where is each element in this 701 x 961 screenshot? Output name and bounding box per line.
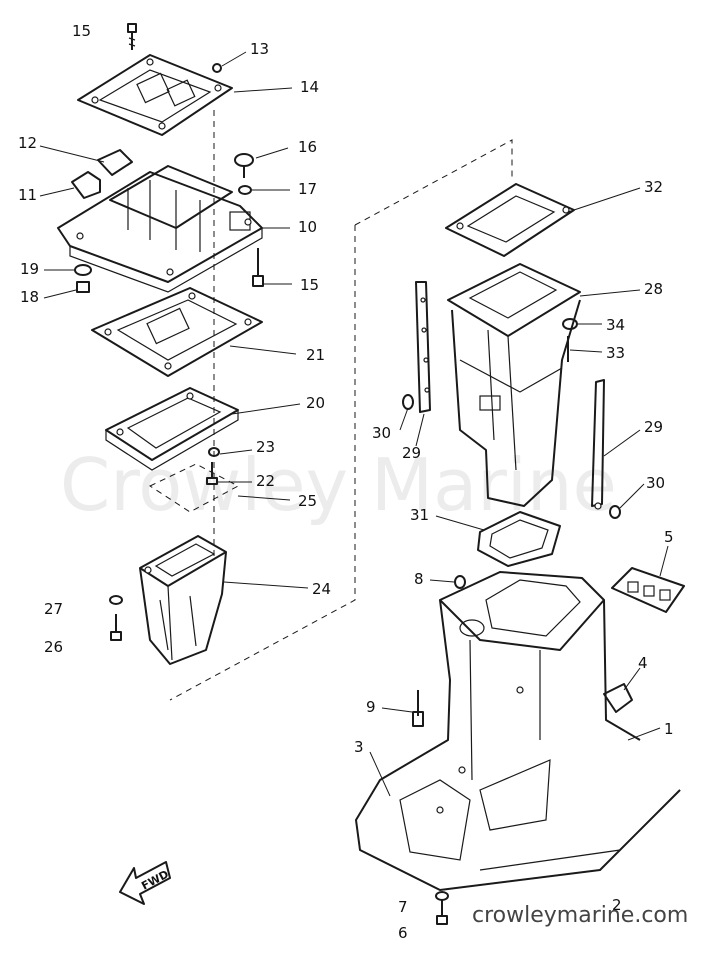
callout: 11 [18, 186, 37, 204]
lower-casing-1 [355, 571, 681, 891]
callout: 18 [20, 288, 39, 306]
bolt-top [127, 23, 137, 50]
bolt-9 [412, 690, 424, 727]
cover-5 [611, 567, 685, 613]
callout: 3 [354, 738, 364, 756]
callout: 31 [410, 506, 429, 524]
callout: 7 [398, 898, 408, 916]
callout: 8 [414, 570, 424, 588]
callout: 15 [72, 22, 91, 40]
top-gasket [77, 54, 233, 136]
callout: 9 [366, 698, 376, 716]
callout: 33 [606, 344, 625, 362]
plug-8 [454, 575, 466, 589]
washer-17 [238, 185, 252, 195]
callout: 30 [372, 424, 391, 442]
bolt-22 [206, 462, 218, 485]
callout: 14 [300, 78, 319, 96]
nut-18 [76, 281, 90, 293]
grommet-30-left [402, 394, 414, 410]
bracket-12 [97, 149, 133, 176]
callout: 5 [664, 528, 674, 546]
callout: 10 [298, 218, 317, 236]
washer-13 [212, 63, 222, 73]
leader-lines [39, 51, 669, 797]
callout: 13 [250, 40, 269, 58]
callout: 22 [256, 472, 275, 490]
fwd-arrow: FWD [119, 861, 171, 905]
callout: 21 [306, 346, 325, 364]
callout: 6 [398, 924, 408, 942]
callout: 20 [306, 394, 325, 412]
callout: 12 [18, 134, 37, 152]
callout: 32 [644, 178, 663, 196]
callout: 2 [612, 896, 622, 914]
clip-4 [603, 683, 633, 713]
stud-right-29 [591, 379, 605, 510]
callout: 26 [44, 638, 63, 656]
gasket-25 [148, 463, 240, 513]
callout: 29 [644, 418, 663, 436]
callout: 34 [606, 316, 625, 334]
grommet-30-right [609, 505, 621, 519]
website-text: crowleymarine.com [472, 903, 688, 928]
bolt-7 [435, 891, 449, 925]
callout: 23 [256, 438, 275, 456]
plate-20 [105, 387, 239, 471]
bolt-26 [110, 614, 122, 641]
callout: 25 [298, 492, 317, 510]
stud-left-29 [415, 281, 431, 413]
washer-34 [562, 318, 578, 330]
seal-31 [477, 511, 561, 567]
gasket-32 [445, 183, 575, 257]
callout: 30 [646, 474, 665, 492]
washer-23 [208, 447, 220, 457]
bolt-side [252, 248, 264, 287]
washer-27 [109, 595, 123, 605]
callout: 29 [402, 444, 421, 462]
callout: 19 [20, 260, 39, 278]
knob-16 [234, 153, 254, 178]
mount-11 [71, 171, 101, 199]
housing-24 [139, 535, 227, 665]
callout: 24 [312, 580, 331, 598]
callout-numbers: 15 13 14 12 11 16 17 10 19 18 15 21 20 2… [18, 22, 674, 942]
upper-casing-28 [447, 263, 581, 507]
callout: 1 [664, 720, 674, 738]
svg-text:FWD: FWD [139, 868, 171, 893]
callout: 28 [644, 280, 663, 298]
gasket-21 [91, 287, 263, 377]
callout: 27 [44, 600, 63, 618]
washer-19 [74, 264, 92, 276]
callout: 16 [298, 138, 317, 156]
callout: 17 [298, 180, 317, 198]
callout: 4 [638, 654, 648, 672]
callout: 15 [300, 276, 319, 294]
